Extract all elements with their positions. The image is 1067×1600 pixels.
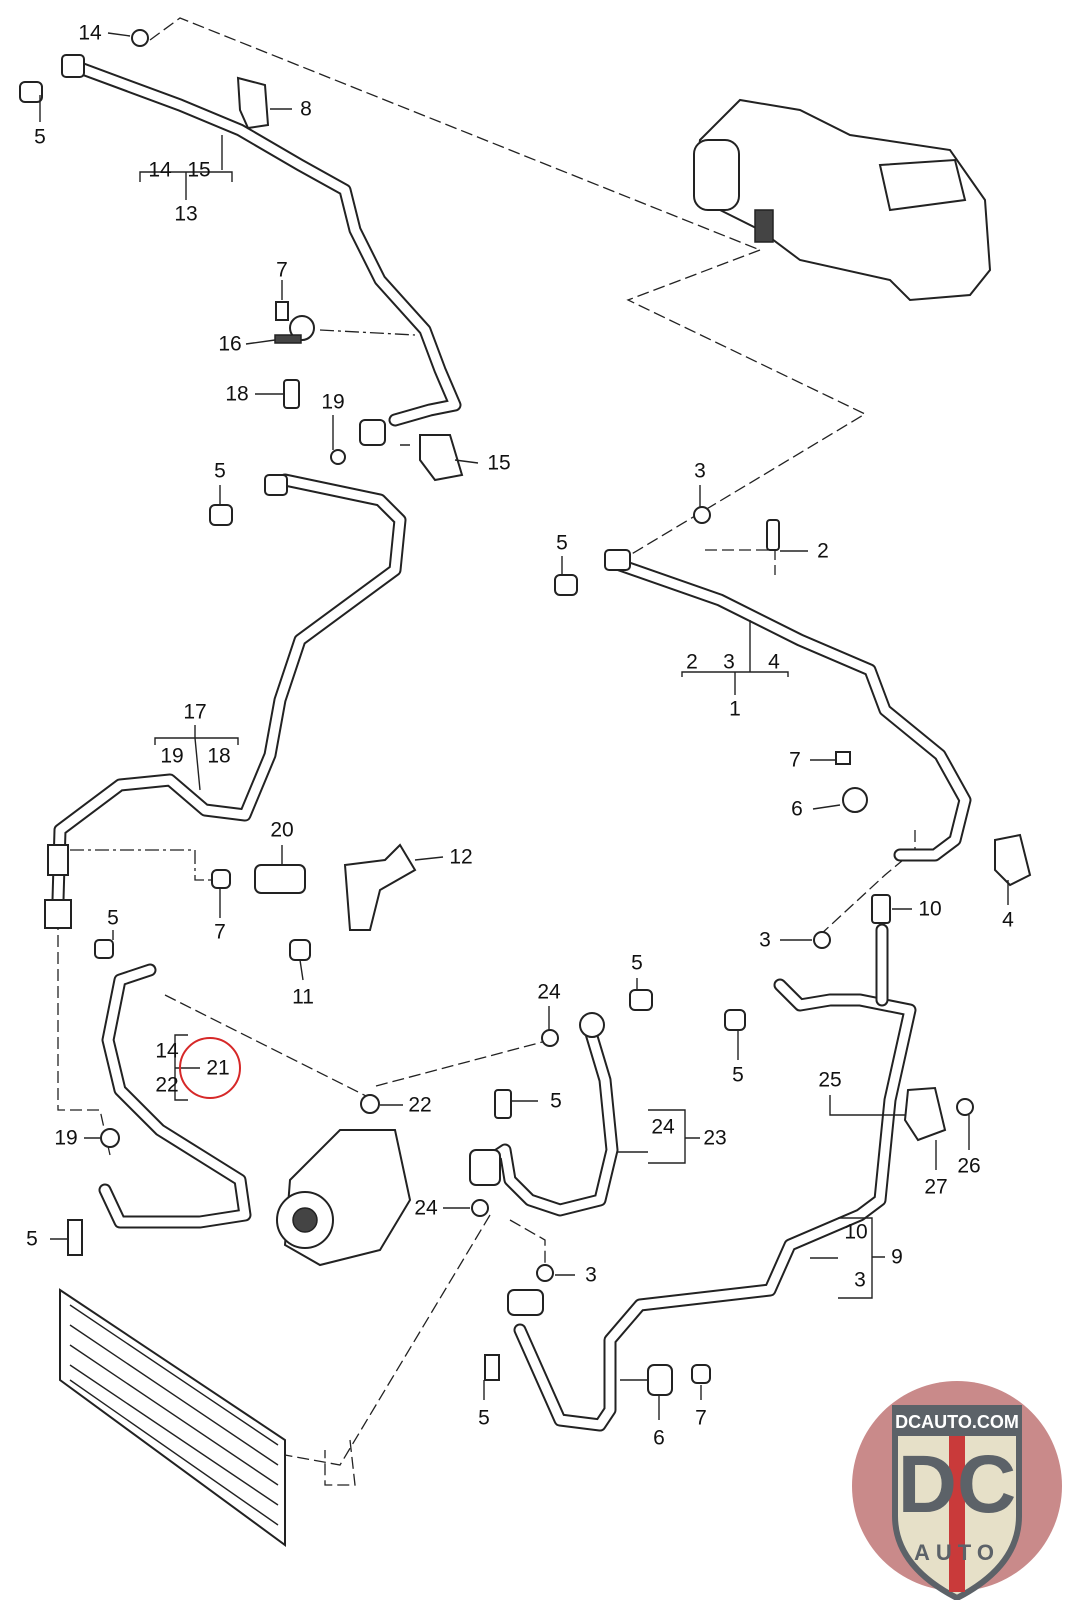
callout-label: 14 <box>148 159 172 182</box>
logo-text-top: DCAUTO.COM <box>895 1412 1019 1432</box>
callout-label: 13 <box>174 203 197 226</box>
leader-lines <box>39 32 1009 1420</box>
callout-label: 22 <box>155 1074 178 1097</box>
callout-label: 7 <box>214 921 226 944</box>
callout-label: 23 <box>703 1127 726 1150</box>
callout-label: 5 <box>550 1090 562 1113</box>
callout-label: 5 <box>34 126 46 149</box>
callout-label: 5 <box>214 460 226 483</box>
callout-label: 8 <box>300 98 312 121</box>
callout-label: 15 <box>487 452 510 475</box>
callout-label: 24 <box>537 981 561 1004</box>
parts <box>19 29 1032 1547</box>
highlight-circle <box>179 1037 241 1099</box>
callout-label: 5 <box>478 1407 490 1430</box>
callout-label: 7 <box>276 259 288 282</box>
callout-label: 24 <box>414 1197 438 1220</box>
callout-label: 7 <box>789 749 801 772</box>
callout-label: 24 <box>651 1116 675 1139</box>
callout-label: 5 <box>107 907 119 930</box>
callout-label: 5 <box>631 952 643 975</box>
callout-label: 15 <box>187 159 210 182</box>
callout-label: 4 <box>1002 909 1014 932</box>
callout-label: 18 <box>225 383 248 406</box>
callout-label: 19 <box>321 391 344 414</box>
callout-label: 12 <box>449 846 472 869</box>
callout-label: 19 <box>54 1127 77 1150</box>
callout-label: 10 <box>844 1221 867 1244</box>
compressor <box>276 1129 412 1267</box>
callout-label: 14 <box>78 22 102 45</box>
callout-label: 6 <box>791 798 803 821</box>
callout-label: 5 <box>732 1064 744 1087</box>
callout-label: 4 <box>768 651 780 674</box>
callout-label: 10 <box>918 898 941 921</box>
callout-label: 18 <box>207 745 230 768</box>
callout-label: 11 <box>292 986 314 1009</box>
callout-label: 1 <box>729 698 741 721</box>
callout-label: 14 <box>155 1040 179 1063</box>
callout-label: 9 <box>891 1246 903 1269</box>
callout-label: 3 <box>759 929 771 952</box>
condenser <box>59 1288 286 1547</box>
callout-label: 6 <box>653 1427 665 1450</box>
callout-label: 2 <box>817 540 829 563</box>
callout-label: 26 <box>957 1155 980 1178</box>
callout-label: 3 <box>854 1269 866 1292</box>
callout-label: 3 <box>585 1264 597 1287</box>
callout-label: 27 <box>924 1176 947 1199</box>
callout-label: 5 <box>26 1228 38 1251</box>
callout-label: 19 <box>160 745 183 768</box>
callout-label: 7 <box>695 1407 707 1430</box>
callout-label: 17 <box>183 701 206 724</box>
logo-text-bottom: AUTO <box>914 1540 1000 1565</box>
callout-label: 25 <box>818 1069 841 1092</box>
callout-label: 20 <box>270 819 293 842</box>
dcauto-logo: DCAUTO.COM DC AUTO <box>852 1381 1062 1600</box>
hoses <box>51 61 972 1432</box>
callout-label: 5 <box>556 532 568 555</box>
callout-label: 21 <box>206 1057 229 1080</box>
callout-label: 3 <box>723 651 735 674</box>
callout-label: 22 <box>408 1094 431 1117</box>
callout-label: 2 <box>686 651 698 674</box>
callout-label: 16 <box>218 333 241 356</box>
callout-label: 3 <box>694 460 706 483</box>
logo-text-main: DC <box>898 1439 1016 1530</box>
evaporator-housing <box>693 98 992 302</box>
